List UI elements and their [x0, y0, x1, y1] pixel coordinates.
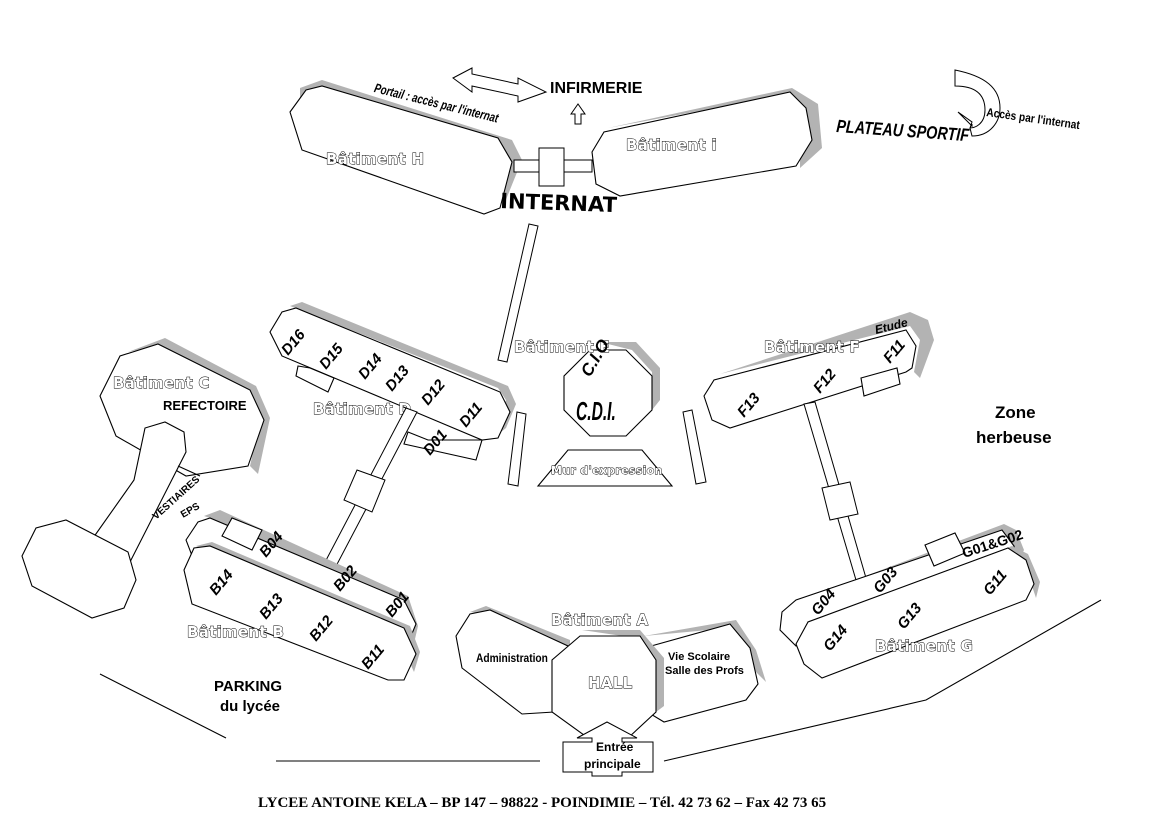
hall-label: HALL	[588, 674, 633, 692]
plateau-sportif-label: PLATEAU SPORTIF	[836, 117, 971, 146]
building-h-label: Bâtiment H	[326, 150, 424, 168]
building-c-label: Bâtiment C	[113, 374, 210, 392]
building-e[interactable]: Bâtiment E C.I.O C.D.I. Mur d'expression	[514, 336, 674, 487]
building-c[interactable]: Bâtiment C REFECTOIRE VESTIAIRES EPS	[21, 338, 270, 619]
curved-arrow-icon	[954, 69, 1001, 137]
boundary-line	[99, 673, 227, 739]
building-i[interactable]: Bâtiment i	[591, 88, 822, 197]
building-e-label: Bâtiment E	[514, 338, 610, 356]
cdi-label: C.D.I.	[576, 397, 616, 426]
building-h[interactable]: Bâtiment H	[289, 80, 522, 215]
building-b[interactable]: Bâtiment B B04 B02 B01 B14 B13 B12 B11	[183, 510, 420, 681]
entrance-arrow-icon	[562, 721, 654, 777]
internat-bridge	[513, 147, 593, 187]
internat-label: INTERNAT	[500, 189, 618, 217]
f-g-walkway	[803, 401, 867, 581]
main-entrance[interactable]: Entrée principale	[562, 721, 654, 777]
boundary-line	[663, 599, 1102, 762]
building-g[interactable]: Bâtiment G G04 G03 G01&G02 G14 G13 G11	[779, 524, 1040, 679]
covered-walkway	[507, 411, 527, 487]
footer-address: LYCEE ANTOINE KELA – BP 147 – 98822 - PO…	[258, 795, 826, 811]
eps-label: EPS	[179, 501, 202, 521]
building-i-label: Bâtiment i	[626, 136, 717, 154]
mur-expression-label: Mur d'expression	[551, 464, 663, 477]
building-a-label: Bâtiment A	[551, 611, 648, 629]
portail-arrow-icon	[452, 67, 548, 103]
parking-label: PARKING	[214, 678, 282, 695]
entrance-label-2: principale	[584, 757, 641, 771]
zone-sublabel: herbeuse	[976, 428, 1052, 447]
refectoire-label: REFECTOIRE	[163, 398, 247, 413]
salle-profs-label: Salle des Profs	[665, 665, 744, 677]
building-f[interactable]: Bâtiment F Etude F13 F12 F11	[703, 312, 934, 429]
d-b-walkway	[322, 407, 418, 571]
building-d-label: Bâtiment D	[313, 400, 411, 418]
infirmerie-label: INFIRMERIE	[550, 80, 643, 97]
covered-walkway	[497, 223, 539, 363]
building-g-label: Bâtiment G	[875, 637, 973, 655]
entrance-label-1: Entrée	[596, 740, 634, 754]
vie-scolaire-label: Vie Scolaire	[668, 651, 730, 663]
covered-walkway	[682, 409, 707, 485]
building-b-label: Bâtiment B	[187, 623, 284, 641]
parking-sublabel: du lycée	[220, 698, 280, 715]
acces-internat-label: Accès par l'internat	[986, 106, 1081, 132]
building-a[interactable]: Bâtiment A Administration HALL Vie Scola…	[455, 606, 766, 739]
building-d[interactable]: Bâtiment D D16 D15 D14 D13 D12 D11 D01	[269, 302, 516, 461]
building-f-label: Bâtiment F	[764, 338, 860, 356]
up-arrow-icon	[570, 103, 586, 125]
administration-label: Administration	[476, 652, 548, 665]
zone-label: Zone	[995, 403, 1036, 422]
